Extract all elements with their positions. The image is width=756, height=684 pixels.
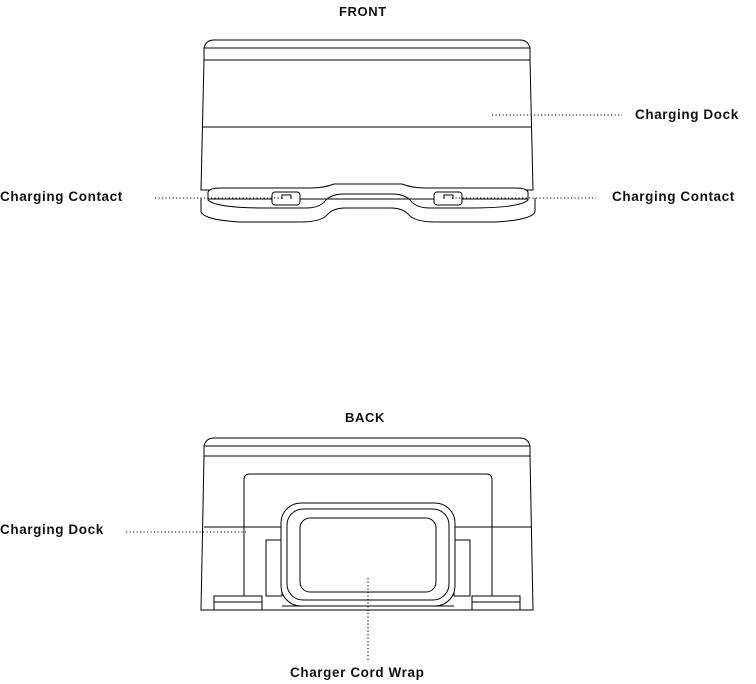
front-charging-dock-label: Charging Dock	[635, 107, 739, 122]
back-dock-rib-left	[265, 539, 283, 597]
charger-cord-wrap-label: Charger Cord Wrap	[290, 665, 425, 680]
back-view-dock	[200, 437, 534, 611]
back-dock-top-lip	[203, 437, 531, 447]
charging-contact-left	[271, 191, 301, 206]
front-charging-contact-left-label: Charging Contact	[0, 189, 123, 204]
back-dock-rib-right	[453, 539, 471, 597]
back-charging-dock-label: Charging Dock	[0, 522, 104, 537]
back-dock-foot-right	[471, 595, 521, 610]
front-dock-body	[200, 47, 534, 191]
front-view-title: FRONT	[339, 4, 387, 19]
back-view-title: BACK	[345, 410, 385, 425]
charging-contact-right	[433, 191, 463, 206]
front-view-dock	[200, 39, 536, 223]
front-dock-top-lip	[203, 39, 531, 49]
back-dock-foot-left	[213, 595, 263, 610]
front-charging-contact-right-label: Charging Contact	[612, 189, 735, 204]
back-dock-recess-panel	[243, 473, 493, 596]
